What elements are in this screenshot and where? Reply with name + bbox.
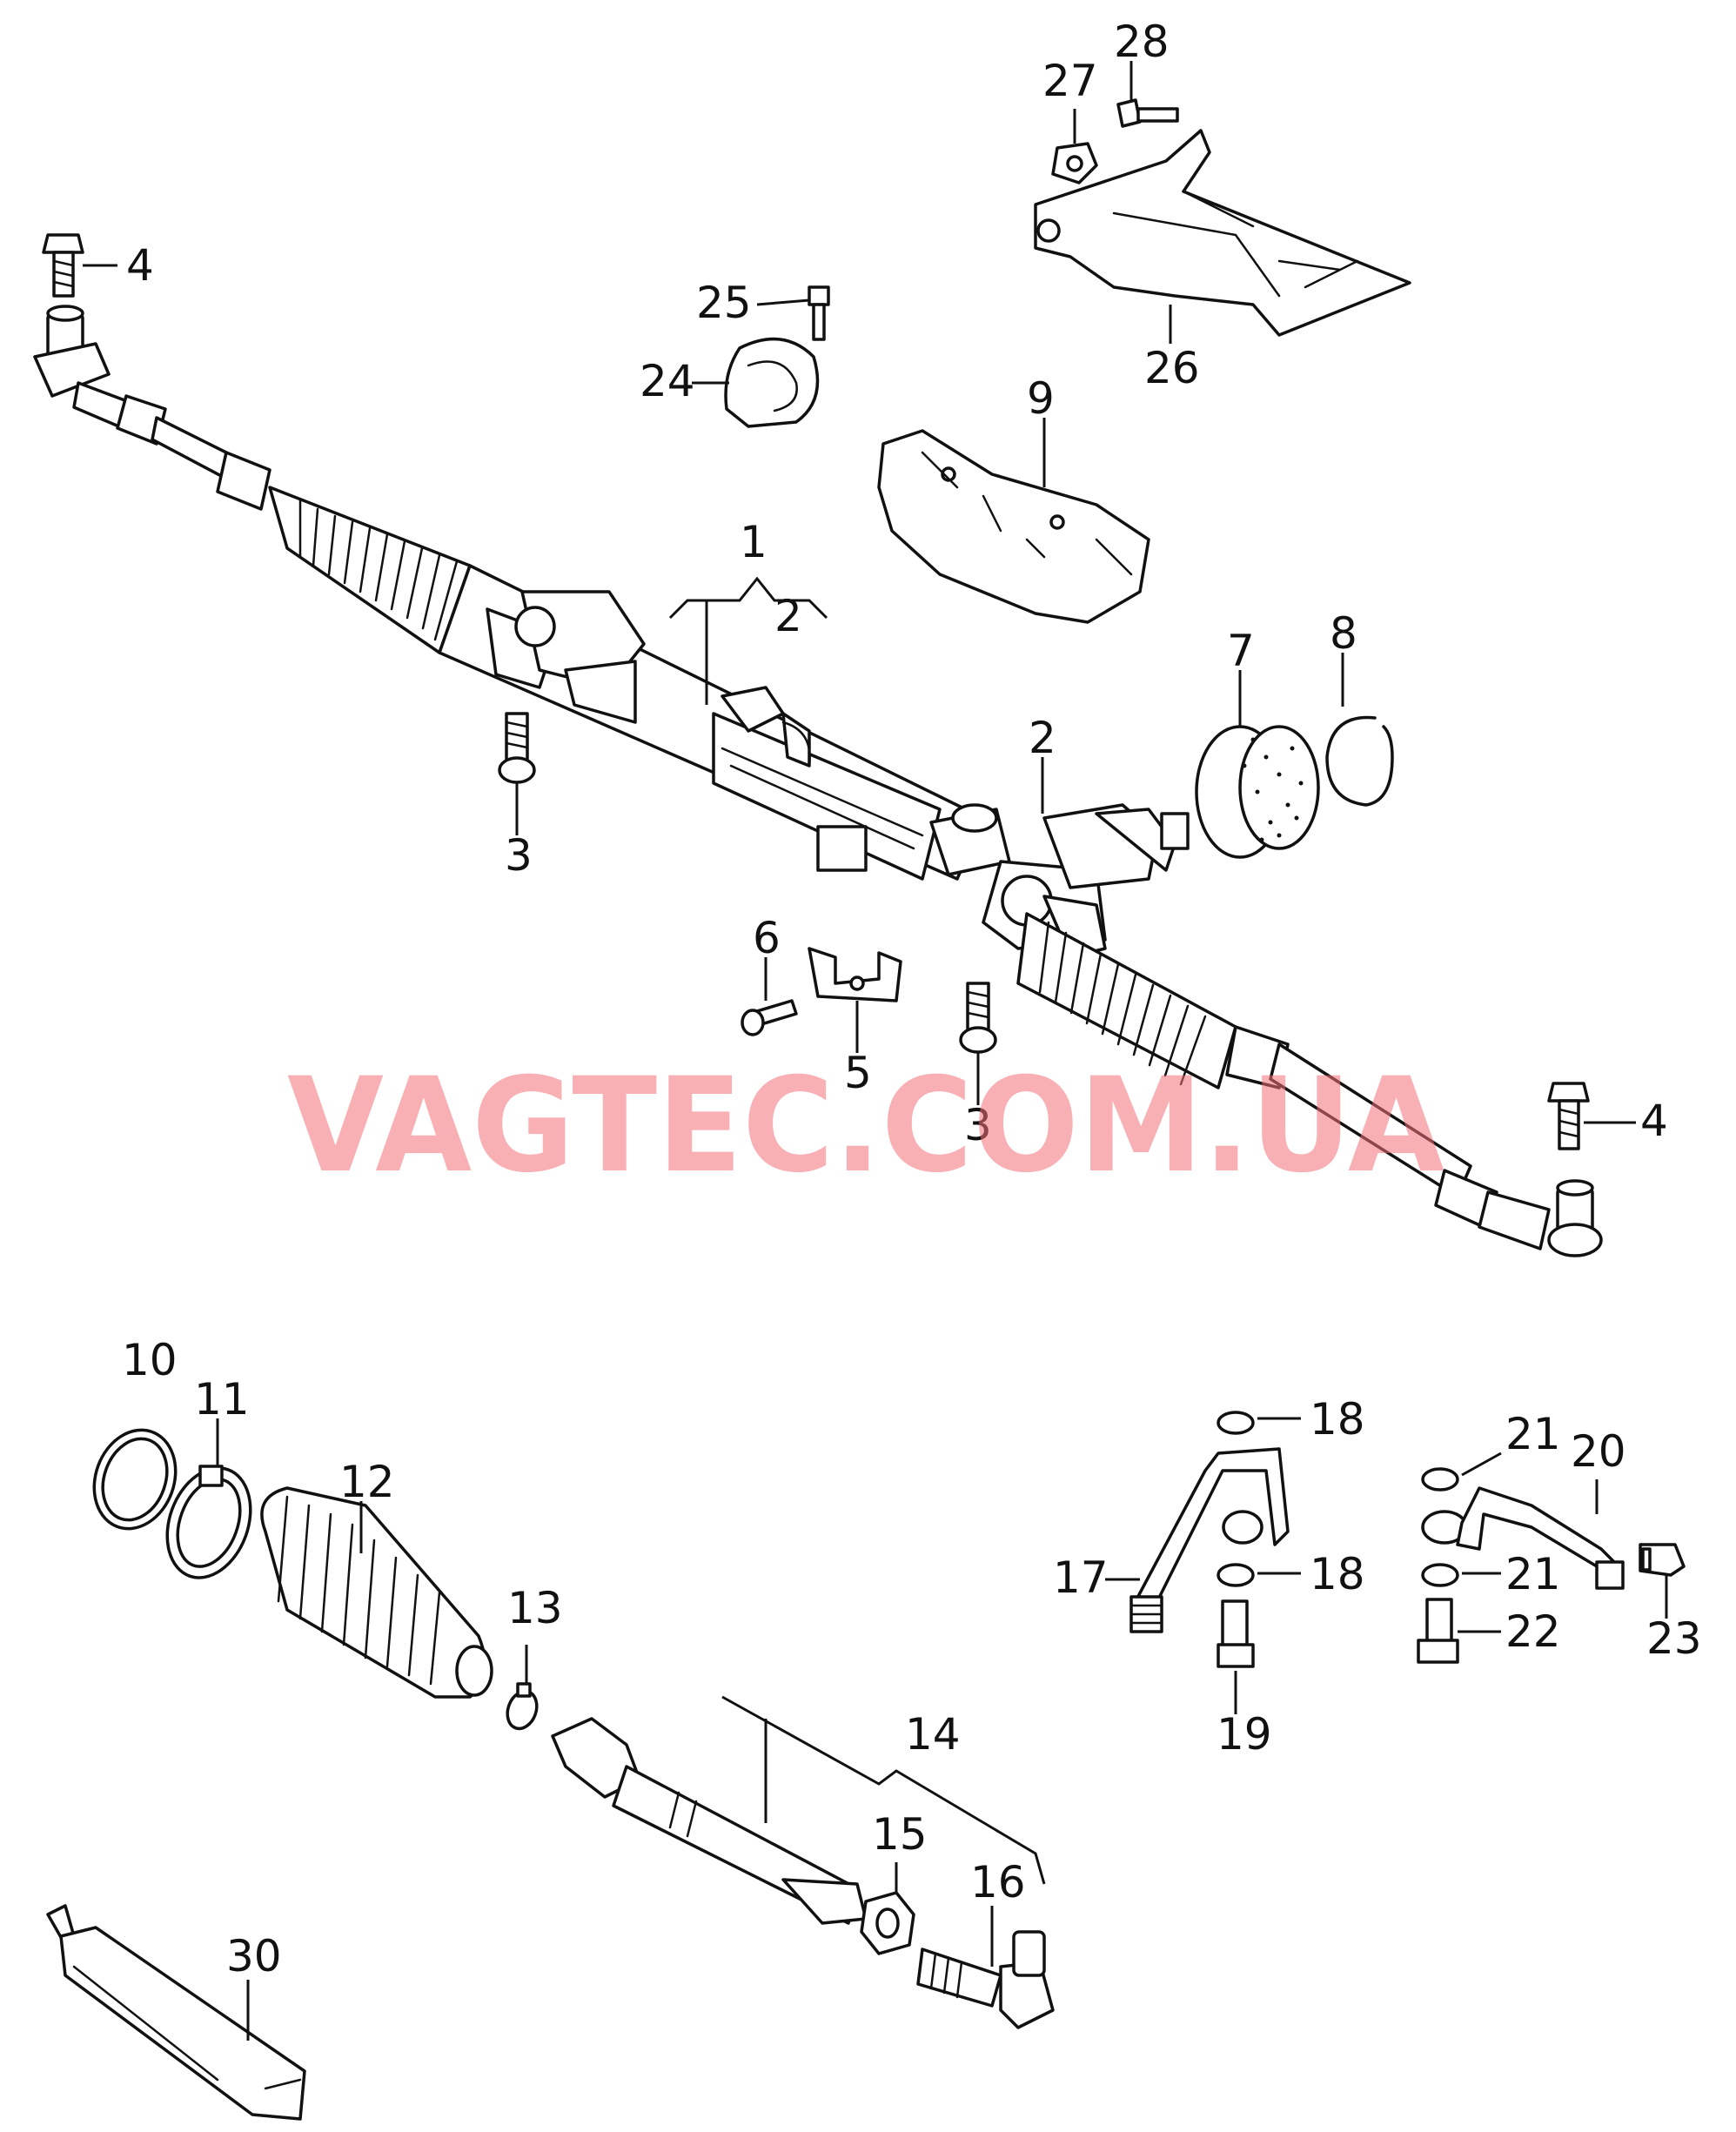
callout-30: 30 [226,1931,282,1981]
callout-24: 24 [640,356,695,406]
left-tie-rod-end [33,305,271,511]
right-rack-boot [1016,912,1237,1089]
grease-tube-30 [46,1904,306,2121]
steering-rack-assembly [33,305,1603,1257]
bolt-4-left [42,233,117,298]
callout-16: 16 [970,1857,1026,1907]
callout-20: 20 [1571,1426,1626,1477]
left-rack-boot [268,486,472,654]
heat-shield-26 [1034,129,1411,344]
callout-12: 12 [339,1457,395,1507]
cover-9 [877,418,1150,624]
clamp-24 [692,337,820,428]
nut-15 [860,1862,915,1955]
callout-27: 27 [1042,56,1098,106]
callout-19: 19 [1217,1709,1272,1760]
callout-2-upper: 2 [774,591,802,641]
callout-3-right: 3 [964,1100,992,1150]
banjo-bolt-19 [1217,1599,1255,1714]
callout-22: 22 [1505,1606,1561,1657]
callout-6: 6 [753,913,781,963]
callout-9: 9 [1027,373,1055,424]
bolt-3-right [959,982,997,1105]
callout-18-top: 18 [1310,1394,1365,1445]
callout-10: 10 [122,1335,178,1385]
bolt-25 [756,285,830,341]
washer-21-top [1421,1452,1502,1492]
bolt-28 [1116,61,1179,128]
callout-28: 28 [1114,17,1170,67]
callout-21-top: 21 [1505,1409,1561,1459]
callout-4-right: 4 [1640,1096,1668,1146]
right-tie-rod [1225,1025,1603,1257]
callout-25: 25 [696,278,752,328]
callout-26: 26 [1144,343,1200,393]
callout-21-bottom: 21 [1505,1549,1561,1599]
callout-bracket-1 [668,576,828,705]
callout-3-left: 3 [505,830,533,881]
callout-11: 11 [194,1374,250,1425]
callout-2-lower: 2 [1029,713,1056,763]
pipe-20 [1421,1479,1625,1590]
callout-7: 7 [1227,626,1255,676]
callout-13: 13 [507,1583,563,1633]
pinion-valve-housing [929,803,1190,959]
bolt-6 [741,957,798,1036]
tie-rod-end-16 [916,1906,1055,2029]
callout-14: 14 [905,1709,961,1760]
bolt-3-left [498,712,536,835]
bracket-5 [808,947,902,1053]
nut-27 [1051,109,1098,184]
boot-12 [260,1486,493,1699]
callout-15: 15 [872,1809,928,1860]
callout-18-bottom: 18 [1310,1549,1365,1599]
callout-1: 1 [740,517,767,567]
callout-8: 8 [1330,608,1357,659]
ring-10 [92,1428,178,1531]
banjo-bolt-22 [1417,1598,1501,1664]
watermark: VAGTEC.COM.UA [287,1050,1444,1202]
washer-21-bottom [1421,1563,1501,1587]
pipe-17 [1105,1447,1290,1633]
clamp-13 [506,1645,539,1731]
seal-7 [1195,670,1320,859]
rack-housing [438,564,985,881]
clamp-11 [165,1418,252,1579]
circlip-8 [1325,653,1394,807]
callout-17: 17 [1053,1552,1109,1603]
bolt-4-right [1547,1082,1636,1150]
callout-5: 5 [844,1048,872,1098]
tie-rod-14 [551,1695,1046,1925]
callout-labels: 28 27 4 25 24 26 9 1 2 7 8 2 3 6 5 3 4 1… [122,17,1702,1981]
bolt-23 [1639,1543,1686,1619]
washer-18-bottom [1217,1563,1301,1587]
callout-23: 23 [1646,1613,1702,1664]
callout-4-left: 4 [126,240,154,291]
washer-18-top [1217,1411,1301,1435]
